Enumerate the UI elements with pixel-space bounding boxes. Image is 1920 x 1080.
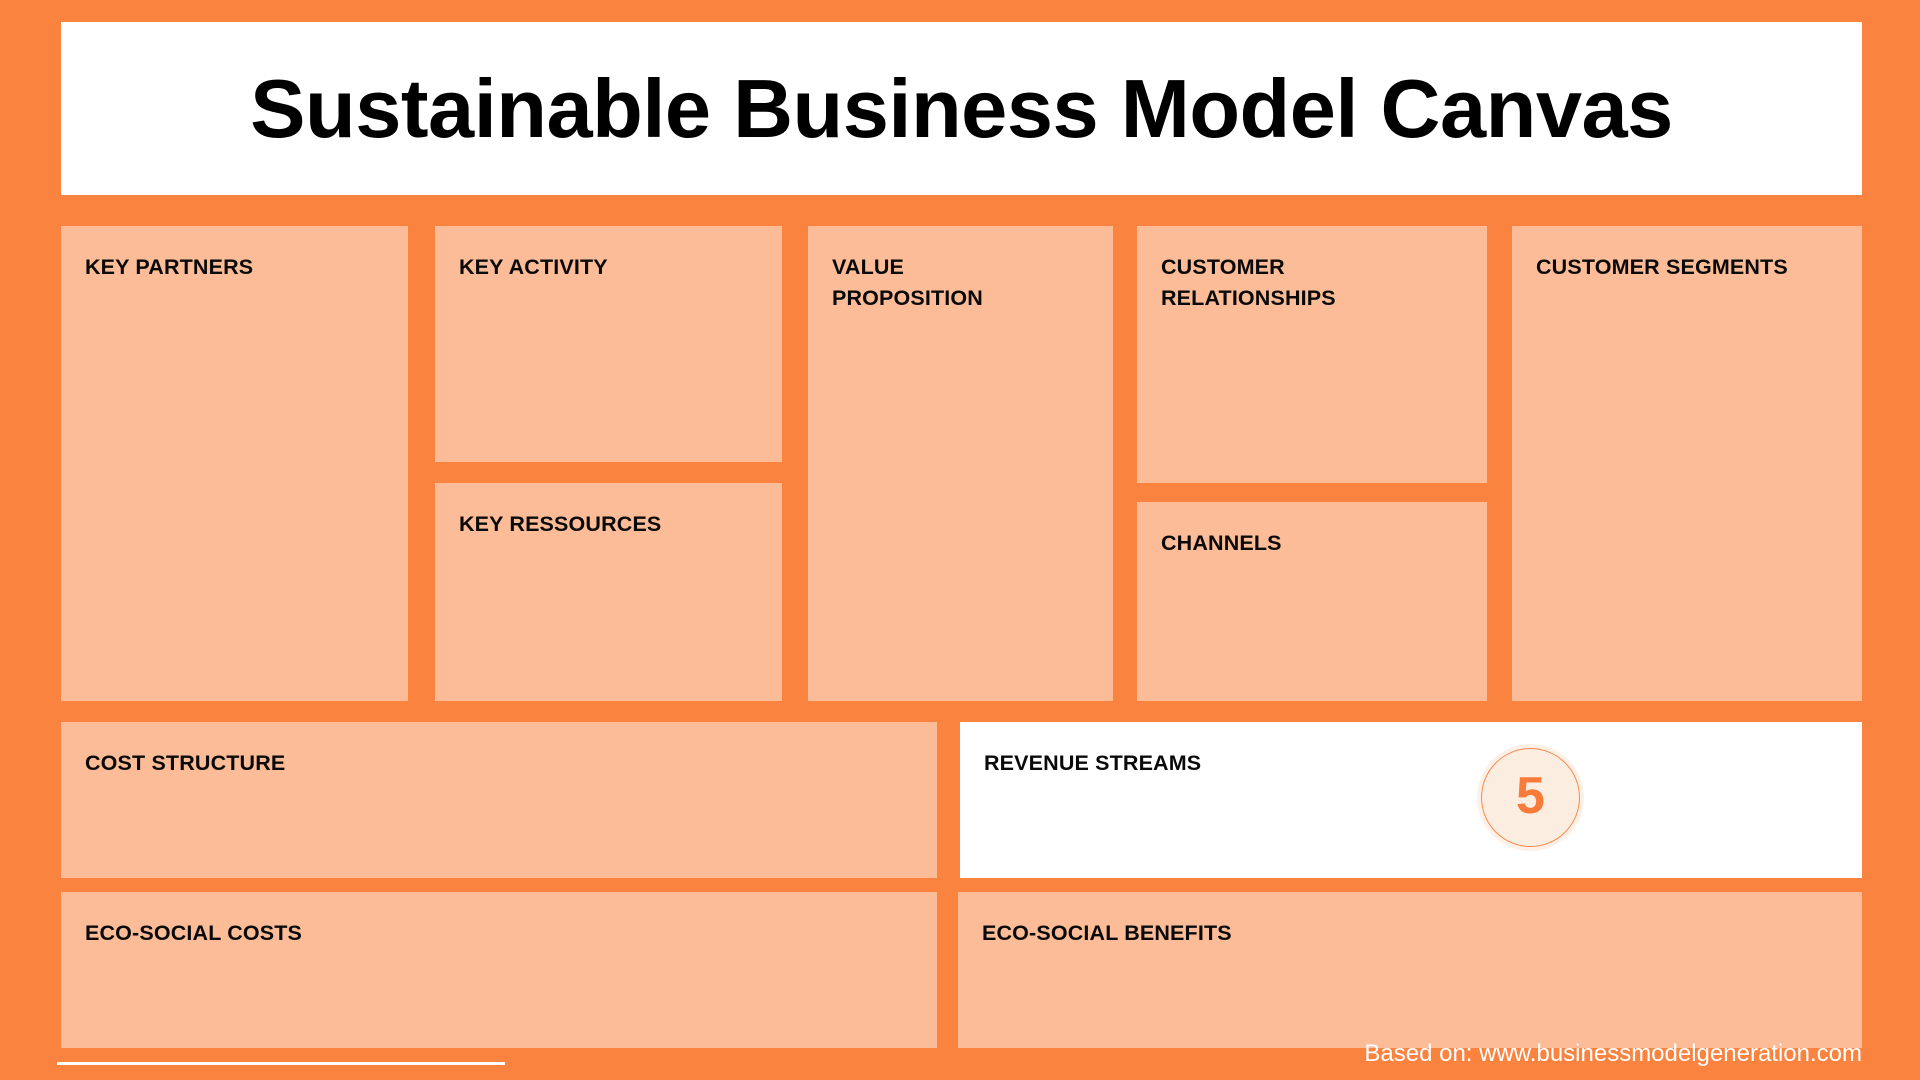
- block-customer-segments[interactable]: CUSTOMER SEGMENTS: [1512, 226, 1862, 701]
- block-channels[interactable]: CHANNELS: [1137, 502, 1487, 701]
- block-customer-relationships-label: CUSTOMER RELATIONSHIPS: [1161, 255, 1336, 310]
- block-eco-social-costs[interactable]: ECO-SOCIAL COSTS: [61, 892, 937, 1048]
- block-key-ressources-label: KEY RESSOURCES: [459, 512, 662, 536]
- block-revenue-streams-label: REVENUE STREAMS: [984, 751, 1202, 775]
- block-eco-social-benefits-label: ECO-SOCIAL BENEFITS: [982, 921, 1232, 945]
- block-key-ressources[interactable]: KEY RESSOURCES: [435, 483, 782, 701]
- block-key-activity-label: KEY ACTIVITY: [459, 255, 608, 279]
- block-key-partners-label: KEY PARTNERS: [85, 255, 254, 279]
- footer-divider: [57, 1062, 505, 1065]
- footer-credit: Based on: www.businessmodelgeneration.co…: [1364, 1040, 1862, 1067]
- block-key-partners[interactable]: KEY PARTNERS: [61, 226, 408, 701]
- page-title: Sustainable Business Model Canvas: [250, 62, 1673, 155]
- block-key-activity[interactable]: KEY ACTIVITY: [435, 226, 782, 462]
- block-channels-label: CHANNELS: [1161, 531, 1282, 555]
- block-cost-structure-label: COST STRUCTURE: [85, 751, 286, 775]
- block-value-proposition[interactable]: VALUE PROPOSITION: [808, 226, 1113, 701]
- block-customer-segments-label: CUSTOMER SEGMENTS: [1536, 255, 1788, 279]
- header-bar: Sustainable Business Model Canvas: [61, 22, 1862, 195]
- block-cost-structure[interactable]: COST STRUCTURE: [61, 722, 937, 878]
- badge-ring: 5: [1481, 748, 1580, 847]
- badge-number: 5: [1516, 767, 1545, 825]
- block-customer-relationships[interactable]: CUSTOMER RELATIONSHIPS: [1137, 226, 1487, 483]
- block-eco-social-costs-label: ECO-SOCIAL COSTS: [85, 921, 303, 945]
- block-eco-social-benefits[interactable]: ECO-SOCIAL BENEFITS: [958, 892, 1862, 1048]
- block-revenue-streams[interactable]: REVENUE STREAMS: [960, 722, 1862, 878]
- step-badge-5: 5: [1477, 744, 1584, 851]
- block-value-proposition-label: VALUE PROPOSITION: [832, 255, 983, 310]
